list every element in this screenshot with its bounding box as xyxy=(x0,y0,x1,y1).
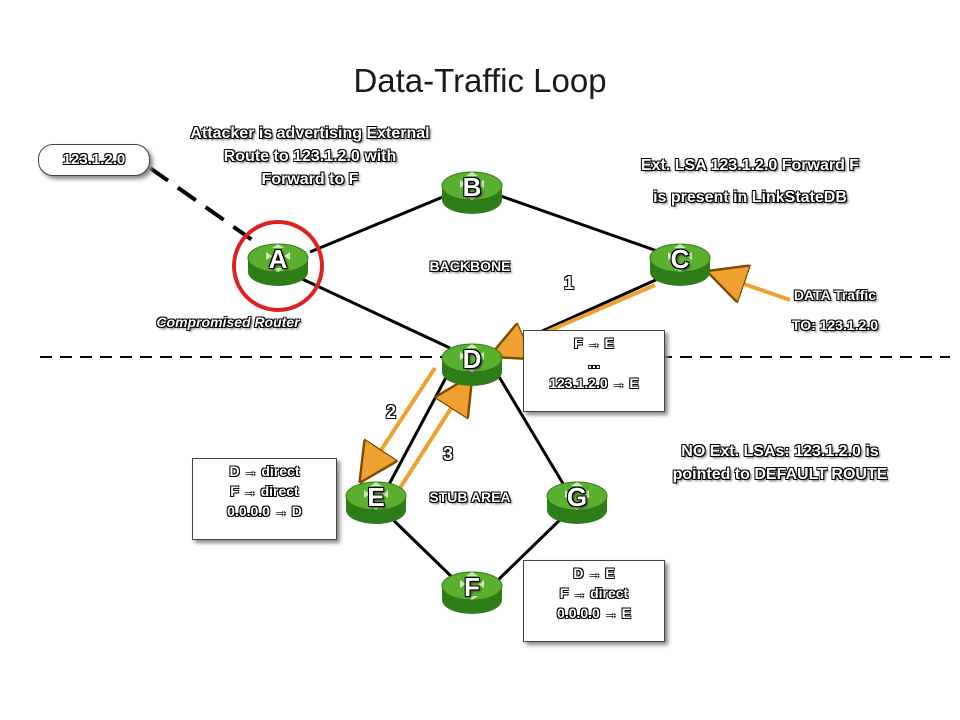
router-icon xyxy=(441,171,503,214)
arrow-data-traffic xyxy=(718,275,791,300)
route-entry: 123.1.2.0 → E xyxy=(549,375,639,391)
route-entry: F → direct xyxy=(559,585,629,601)
router-label: D xyxy=(462,344,482,374)
link-a-b xyxy=(309,192,451,254)
step-3-label: 3 xyxy=(443,444,454,464)
compromised-router-label: Compromised Router xyxy=(156,314,300,330)
router-icon xyxy=(247,243,309,286)
router-b[interactable]: B xyxy=(440,166,504,220)
router-label: G xyxy=(566,482,588,512)
no-ext-lsa-note: NO Ext. LSAs: 123.1.2.0 is pointed to DE… xyxy=(620,440,940,486)
ext-lsa-note: Ext. LSA 123.1.2.0 Forward F is present … xyxy=(600,150,900,214)
arrow-step-2 xyxy=(366,366,437,473)
link-b-c xyxy=(494,192,661,254)
route-entry: 0.0.0.0 → E xyxy=(557,605,631,621)
data-traffic-line: TO: 123.1.2.0 xyxy=(791,317,879,333)
step-1-label: 1 xyxy=(564,273,575,293)
link-g-f xyxy=(496,510,570,582)
step-2-label: 2 xyxy=(386,402,397,422)
link-a-d xyxy=(299,276,451,350)
routing-table-f: D → E F → direct 0.0.0.0 → E xyxy=(523,560,665,642)
routing-table-e: D → direct F → direct 0.0.0.0 → D xyxy=(192,458,337,540)
ext-lsa-note-line: is present in LinkStateDB xyxy=(653,189,847,206)
link-d-g xyxy=(493,369,570,493)
attacker-note-line: Forward to F xyxy=(261,171,359,188)
router-c[interactable]: C xyxy=(648,238,712,292)
router-e[interactable]: E xyxy=(344,476,408,530)
route-entry: F → E xyxy=(574,335,614,351)
no-ext-lsa-line: pointed to DEFAULT ROUTE xyxy=(672,466,888,483)
route-entry: ... xyxy=(588,355,600,371)
router-label: C xyxy=(670,244,690,274)
route-entry: D → E xyxy=(573,565,615,581)
page-title: Data-Traffic Loop xyxy=(353,62,607,99)
router-icon xyxy=(441,343,503,386)
compromised-ring xyxy=(232,220,324,312)
attacker-note: Attacker is advertising External Route t… xyxy=(150,122,470,191)
router-icon xyxy=(345,481,407,524)
router-a[interactable]: A xyxy=(246,238,310,292)
data-traffic-note: DATA Traffic TO: 123.1.2.0 xyxy=(760,280,910,340)
data-traffic-line: DATA Traffic xyxy=(793,287,877,303)
router-icon xyxy=(441,571,503,614)
stub-area-label: STUB AREA xyxy=(429,489,511,505)
router-f[interactable]: F xyxy=(440,566,504,620)
router-icon xyxy=(546,481,608,524)
ext-lsa-note-line: Ext. LSA 123.1.2.0 Forward F xyxy=(640,157,860,174)
router-icon xyxy=(649,243,711,286)
router-label: E xyxy=(367,482,385,512)
prefix-pill: 123.1.2.0 xyxy=(38,144,150,176)
router-d[interactable]: D xyxy=(440,338,504,392)
no-ext-lsa-line: NO Ext. LSAs: 123.1.2.0 is xyxy=(681,443,879,460)
attacker-note-line: Attacker is advertising External xyxy=(190,125,430,142)
route-entry: 0.0.0.0 → D xyxy=(227,503,302,519)
router-label: A xyxy=(268,244,288,274)
router-g[interactable]: G xyxy=(545,476,609,530)
attacker-note-line: Route to 123.1.2.0 with xyxy=(223,148,397,165)
router-label: F xyxy=(464,572,480,602)
route-entry: D → direct xyxy=(229,463,300,479)
router-label: B xyxy=(462,172,482,202)
backbone-label: BACKBONE xyxy=(429,258,511,274)
routing-table-d: F → E ... 123.1.2.0 → E xyxy=(523,330,665,412)
route-entry: F → direct xyxy=(230,483,299,499)
link-e-f xyxy=(383,510,457,582)
arrow-step-3 xyxy=(398,385,466,490)
attacker-dashed-link xyxy=(148,166,260,246)
